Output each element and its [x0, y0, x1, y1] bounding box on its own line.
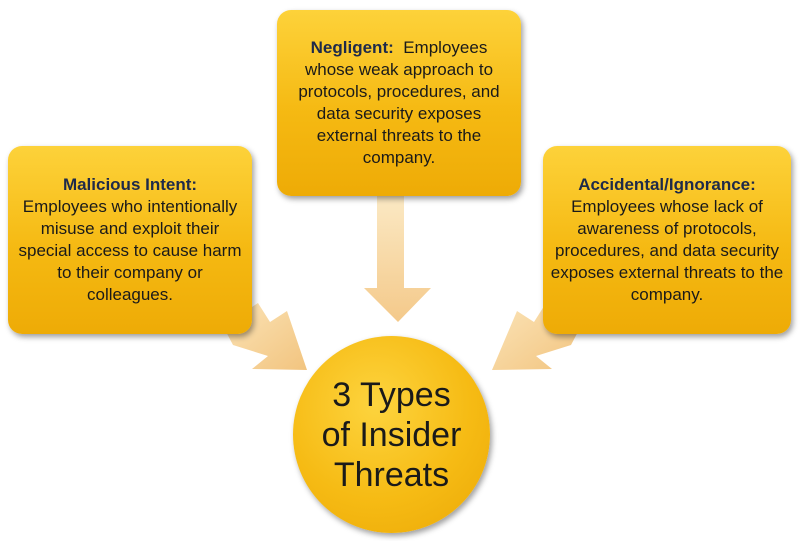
negligent-title: Negligent: [310, 38, 394, 57]
accidental-ignorance-description: Employees whose lack of awareness of pro… [550, 197, 784, 304]
center-title-line-1: 3 Types [332, 375, 451, 414]
malicious-intent-title: Malicious Intent: [62, 175, 198, 194]
center-title: 3 Types of Insider Threats [322, 375, 462, 495]
malicious-intent-description: Employees who intentionally misuse and e… [18, 197, 242, 304]
center-title-line-3: Threats [333, 455, 450, 494]
center-title-line-2: of Insider [321, 415, 462, 454]
center-circle: 3 Types of Insider Threats [293, 336, 490, 533]
negligent-box: Negligent: Employees whose weak approach… [277, 10, 521, 196]
negligent-description: Employees whose weak approach to protoco… [298, 38, 500, 167]
accidental-ignorance-title: Accidental/Ignorance: [578, 175, 756, 194]
malicious-intent-box: Malicious Intent: Employees who intentio… [8, 146, 252, 334]
arrow-down-middle [364, 196, 431, 322]
accidental-ignorance-box: Accidental/Ignorance: Employees whose la… [543, 146, 791, 334]
